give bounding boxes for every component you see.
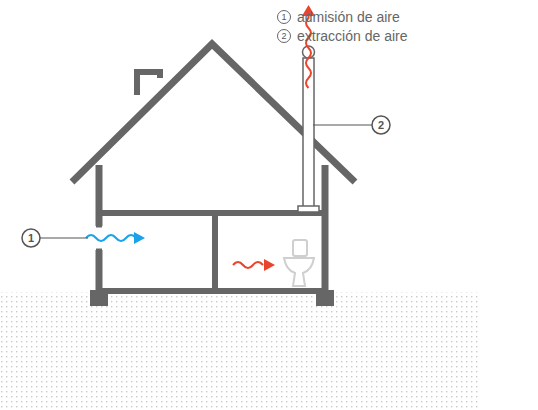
arrowhead xyxy=(264,259,275,271)
callout-number: 1 xyxy=(275,8,293,26)
ground xyxy=(0,292,480,410)
chimney xyxy=(137,72,160,95)
legend-text: admisión de aire xyxy=(297,8,400,26)
callout-circle xyxy=(372,116,390,134)
callout-number: 2 xyxy=(275,27,293,45)
wall xyxy=(322,165,329,294)
callout-number: 1 xyxy=(22,229,40,247)
leader-line xyxy=(40,237,88,238)
interior-wall xyxy=(212,213,218,291)
vent-pipe xyxy=(303,58,314,210)
arrowhead xyxy=(134,232,145,244)
callout-circle xyxy=(22,229,40,247)
callout-number: 2 xyxy=(372,116,390,134)
exhaust-arrow xyxy=(306,14,311,88)
wall xyxy=(96,165,103,226)
leader-line xyxy=(313,124,372,125)
legend-text: extracción de aire xyxy=(297,27,408,45)
vent-grille xyxy=(298,206,319,212)
exhaust-arrow xyxy=(233,262,263,268)
toilet-symbol xyxy=(284,240,314,286)
intake-arrow xyxy=(86,235,136,241)
wall xyxy=(96,250,103,294)
